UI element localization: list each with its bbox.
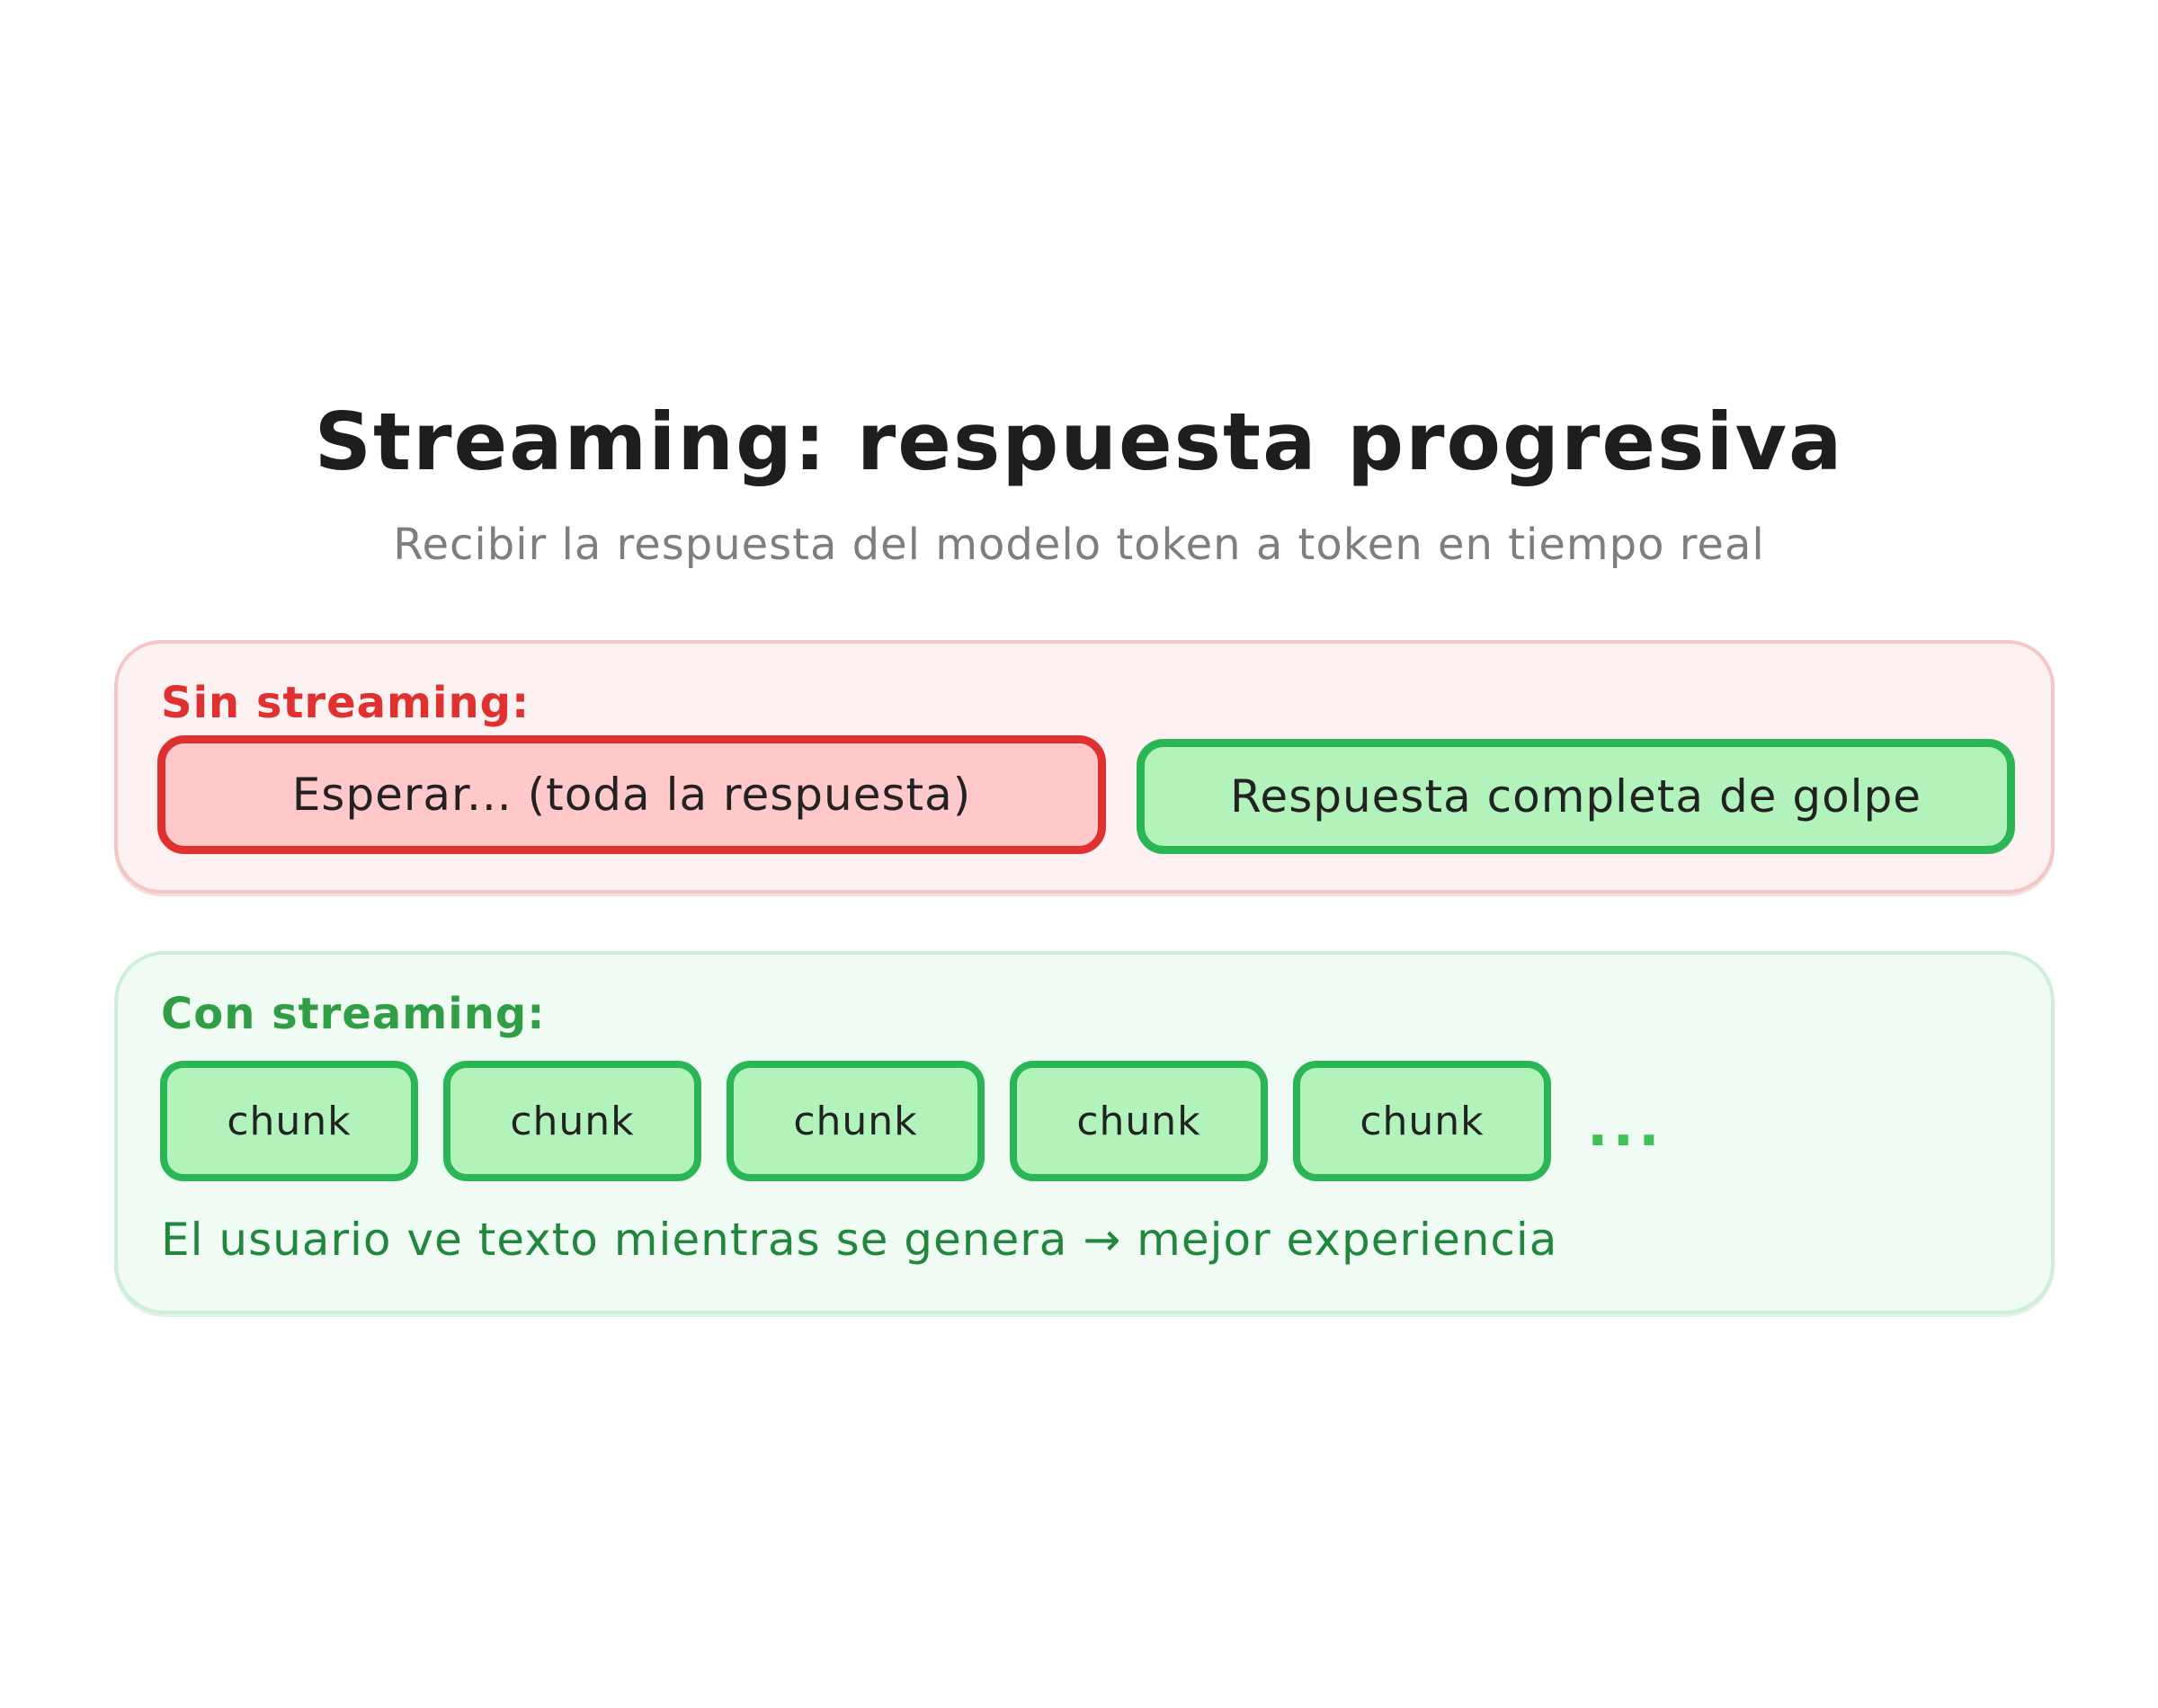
con-streaming-label: Con streaming: xyxy=(161,989,546,1039)
chunk-box: chunk xyxy=(1293,1061,1551,1181)
chunk-box: chunk xyxy=(727,1061,985,1181)
sin-streaming-label: Sin streaming: xyxy=(161,678,531,728)
chunk-box: chunk xyxy=(1010,1061,1268,1181)
complete-response-box: Respuesta completa de golpe xyxy=(1137,739,2015,854)
chunk-label: chunk xyxy=(510,1098,635,1144)
chunk-box: chunk xyxy=(160,1061,418,1181)
sin-streaming-panel: Sin streaming: Esperar... (toda la respu… xyxy=(114,640,2055,894)
chunk-label: chunk xyxy=(227,1098,352,1144)
wait-box: Esperar... (toda la respuesta) xyxy=(157,735,1106,854)
chunk-label: chunk xyxy=(793,1098,918,1144)
wait-box-label: Esperar... (toda la respuesta) xyxy=(291,769,972,821)
chunk-label: chunk xyxy=(1360,1098,1485,1144)
streaming-note: El usuario ve texto mientras se genera →… xyxy=(161,1214,1558,1266)
con-streaming-panel: Con streaming: chunk chunk chunk chunk c… xyxy=(114,951,2055,1314)
chunk-row: chunk chunk chunk chunk chunk ... xyxy=(160,1061,1664,1181)
page-title: Streaming: respuesta progresiva xyxy=(314,396,1844,488)
page-subtitle: Recibir la respuesta del modelo token a … xyxy=(393,520,1765,570)
chunk-label: chunk xyxy=(1076,1098,1201,1144)
chunk-box: chunk xyxy=(443,1061,701,1181)
more-chunks-ellipsis: ... xyxy=(1587,1093,1664,1159)
complete-response-label: Respuesta completa de golpe xyxy=(1229,770,1922,823)
